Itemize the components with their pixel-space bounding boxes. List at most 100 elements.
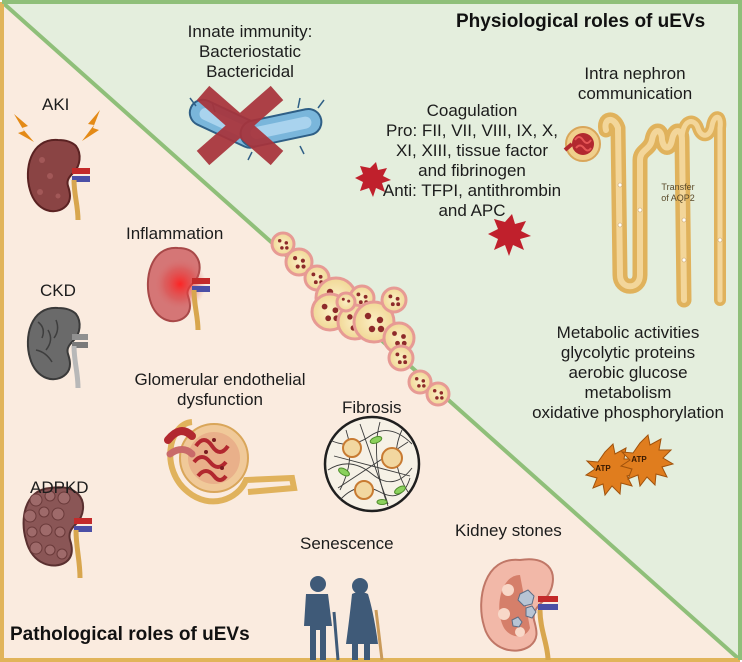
- coagulation-line: Coagulation: [426, 101, 518, 120]
- platelet-icon: [355, 162, 391, 197]
- kidney-icon: [22, 486, 92, 579]
- vesicle-cargo-icon: [395, 296, 400, 301]
- aki-label: AKI: [42, 95, 70, 114]
- coagulation-line: XI, XIII, tissue factor: [395, 141, 549, 160]
- vesicle-icon: [387, 344, 415, 372]
- vesicle-cargo-icon: [377, 325, 385, 333]
- vesicle-cargo-icon: [301, 264, 306, 269]
- vesicle-cargo-icon: [432, 388, 437, 393]
- fibrosis-icon: [323, 415, 421, 513]
- vesicle-cargo-icon: [321, 303, 328, 310]
- glomerular-label: Glomerular endothelial dysfunction: [120, 370, 320, 410]
- vesicle-cargo-icon: [401, 334, 406, 339]
- inflammation-label: Inflammation: [126, 224, 224, 243]
- atp-icon: ATP: [619, 433, 675, 488]
- vesicle-cargo-icon: [368, 325, 376, 333]
- ckd-label: CKD: [40, 281, 76, 300]
- metabolic-label: Metabolic activities glycolytic proteins…: [520, 323, 736, 423]
- vesicle-chain: [270, 231, 451, 407]
- metabolic-line: aerobic glucose: [568, 363, 688, 382]
- vesicle-cargo-icon: [388, 294, 393, 299]
- kidney-icon: [26, 306, 88, 389]
- kidney-stones-label: Kidney stones: [455, 521, 562, 540]
- vesicle-cargo-icon: [347, 299, 351, 303]
- senescence-label: Senescence: [300, 534, 394, 553]
- vesicle-cargo-icon: [417, 384, 421, 388]
- kidney-icon: [146, 246, 210, 331]
- adpkd-label: ADPKD: [30, 478, 89, 497]
- vesicle-cargo-icon: [395, 340, 400, 346]
- vesicle-cargo-icon: [414, 376, 419, 381]
- vesicle-cargo-icon: [422, 384, 426, 388]
- vesicle-cargo-icon: [356, 292, 361, 297]
- vesicle-cargo-icon: [341, 297, 345, 301]
- vesicle-cargo-icon: [285, 246, 289, 250]
- vesicle-icon: [380, 286, 408, 314]
- coagulation-line: and fibrinogen: [418, 161, 526, 180]
- vesicle-cargo-icon: [295, 264, 300, 269]
- kidney-icon: [26, 138, 90, 221]
- vesicle-cargo-icon: [280, 246, 284, 250]
- vesicle-cargo-icon: [397, 360, 402, 365]
- transfer-line: of AQP2: [661, 193, 695, 203]
- intra-line: Intra nephron: [584, 64, 686, 83]
- vesicle-cargo-icon: [440, 396, 444, 400]
- innate-immunity-label: Innate immunity: Bacteriostatic Bacteric…: [160, 22, 340, 82]
- glomerulus-icon: [164, 419, 298, 505]
- vesicle-icon: [284, 247, 314, 277]
- vesicle-cargo-icon: [364, 312, 372, 320]
- lightning-icon: [82, 110, 100, 141]
- vesicle-cargo-icon: [435, 396, 439, 400]
- vesicle-cargo-icon: [325, 315, 332, 322]
- vesicle-cargo-icon: [396, 302, 401, 307]
- kidney-stones-icon: [480, 558, 558, 661]
- vesicle-cargo-icon: [390, 302, 395, 307]
- vesicle-cargo-icon: [363, 294, 368, 299]
- metabolic-line: oxidative phosphorylation: [532, 403, 724, 422]
- vesicle-cargo-icon: [347, 314, 353, 320]
- coagulation-line: Pro: FII, VII, VIII, IX, X,: [386, 121, 558, 140]
- intra-line: communication: [577, 84, 693, 103]
- glomerular-line: dysfunction: [177, 390, 263, 409]
- vesicle-cargo-icon: [311, 272, 316, 277]
- vesicle-icon: [270, 231, 296, 257]
- vesicle-cargo-icon: [284, 241, 289, 245]
- innate-line: Bacteriostatic: [198, 42, 302, 61]
- vesicle-icon: [407, 369, 433, 395]
- innate-line: Bactericidal: [206, 62, 294, 81]
- transfer-aqp2-label: Transfer of AQP2: [648, 182, 708, 204]
- vesicle-cargo-icon: [439, 391, 444, 395]
- vesicle-cargo-icon: [421, 379, 426, 383]
- vesicle-cargo-icon: [402, 354, 407, 359]
- vesicle-cargo-icon: [395, 352, 400, 357]
- vesicle-cargo-icon: [277, 238, 282, 243]
- vesicle-cargo-icon: [401, 340, 407, 346]
- metabolic-line: Metabolic activities: [556, 323, 700, 342]
- vesicle-cargo-icon: [300, 258, 305, 263]
- vesicle-cargo-icon: [392, 331, 397, 336]
- vesicle-cargo-icon: [318, 274, 323, 279]
- physiological-title: Physiological roles of uEVs: [456, 11, 706, 32]
- vesicle-icon: [335, 291, 357, 313]
- vesicle-cargo-icon: [358, 300, 363, 305]
- vesicle-icon: [425, 381, 451, 407]
- pathological-title: Pathological roles of uEVs: [10, 624, 250, 645]
- vesicle-cargo-icon: [403, 360, 408, 365]
- vesicle-cargo-icon: [293, 256, 298, 261]
- coagulation-line: and APC: [438, 201, 506, 220]
- intra-nephron-label: Intra nephron communication: [560, 64, 710, 104]
- elderly-couple-icon: [304, 576, 384, 661]
- atp-label: ATP: [595, 464, 611, 473]
- vesicle-cargo-icon: [313, 280, 318, 285]
- atp-label: ATP: [631, 455, 647, 464]
- nephron-icon: [563, 111, 727, 308]
- vesicle-cargo-icon: [376, 316, 384, 324]
- metabolic-line: metabolism: [584, 383, 672, 402]
- vesicle-cargo-icon: [332, 307, 339, 314]
- coagulation-line: Anti: TFPI, antithrombin: [382, 181, 562, 200]
- platelet-icon: [488, 214, 531, 256]
